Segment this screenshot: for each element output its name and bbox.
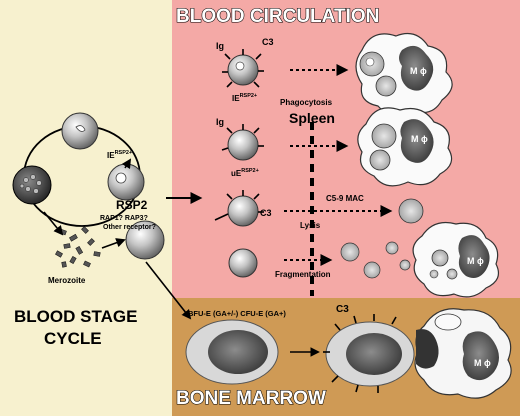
erythroid-progenitor xyxy=(185,319,279,385)
cycle-arrow-maturation xyxy=(121,158,132,170)
bone-marrow-title: BONE MARROW xyxy=(176,388,326,409)
uninfected-erythrocyte xyxy=(125,220,165,260)
parasite-icon xyxy=(115,172,127,184)
row1-ie-label: IERSP2+ xyxy=(232,93,257,103)
macrophage-4-label: M ϕ xyxy=(474,358,491,368)
cycle-arrow-release xyxy=(43,211,64,236)
complement-coated-cell xyxy=(227,195,259,227)
merozoites-icon xyxy=(55,226,101,268)
macrophage-2-label: M ϕ xyxy=(411,134,428,144)
bfu-cfu-label: BFU-E (GA+/-) CFU-E (GA+) xyxy=(188,309,286,318)
marrow-c3-label: C3 xyxy=(336,304,349,315)
opsonized-ie-cell xyxy=(227,54,259,86)
row1-ig-label: Ig xyxy=(216,41,224,51)
row2-ig-label: Ig xyxy=(216,117,224,127)
marrow-c3-spikes xyxy=(323,314,397,393)
merozoite-label: Merozoite xyxy=(48,276,86,285)
macrophage-1 xyxy=(355,33,453,116)
cycle-arrow-invasion xyxy=(101,238,126,249)
lysed-cell xyxy=(398,198,424,224)
schizont-merozoites xyxy=(19,174,42,194)
blood-stage-panel xyxy=(0,0,172,416)
parasite-icon xyxy=(235,61,245,71)
row3-c3-label: C3 xyxy=(260,208,272,218)
c3-spikes xyxy=(214,190,264,221)
row2-ue-label: uERSP2+ xyxy=(231,168,259,178)
receptor-label: RAP1? RAP3? xyxy=(100,215,148,222)
macrophage-1-label: M ϕ xyxy=(410,66,427,76)
other-receptor-label: Other receptor? xyxy=(103,224,156,231)
arrow-to-marrow xyxy=(145,261,192,320)
fragmenting-cell xyxy=(228,248,258,278)
mac-label: C5-9 MAC xyxy=(326,194,364,203)
macrophage-3-label: M ϕ xyxy=(467,256,484,266)
ie-label: IERSP2+ xyxy=(107,150,132,160)
macrophage-2 xyxy=(357,107,453,187)
blood-circulation-title: BLOOD CIRCULATION xyxy=(176,6,379,27)
fragmentation-label: Fragmentation xyxy=(275,270,331,279)
spleen-label: Spleen xyxy=(289,110,335,126)
schizont-cell xyxy=(12,165,52,205)
row1-c3-label: C3 xyxy=(262,37,274,47)
macrophage-3 xyxy=(412,221,499,298)
rsp2-label: RSP2 xyxy=(116,198,148,212)
opsonized-progenitor xyxy=(325,321,415,387)
ig-spikes xyxy=(221,124,264,151)
cell-fragments xyxy=(340,241,411,279)
parasite-icon xyxy=(75,125,86,132)
opsonized-ue-cell xyxy=(227,129,259,161)
phagocytosis-label: Phagocytosis xyxy=(280,98,333,107)
blood-stage-title-line2: CYCLE xyxy=(44,329,102,348)
infected-erythrocyte xyxy=(107,163,145,201)
lysis-label: Lysis xyxy=(300,221,321,230)
macrophage-4 xyxy=(414,308,512,399)
blood-stage-title-line1: BLOOD STAGE xyxy=(14,307,137,326)
ig-c3-spikes xyxy=(222,49,264,88)
